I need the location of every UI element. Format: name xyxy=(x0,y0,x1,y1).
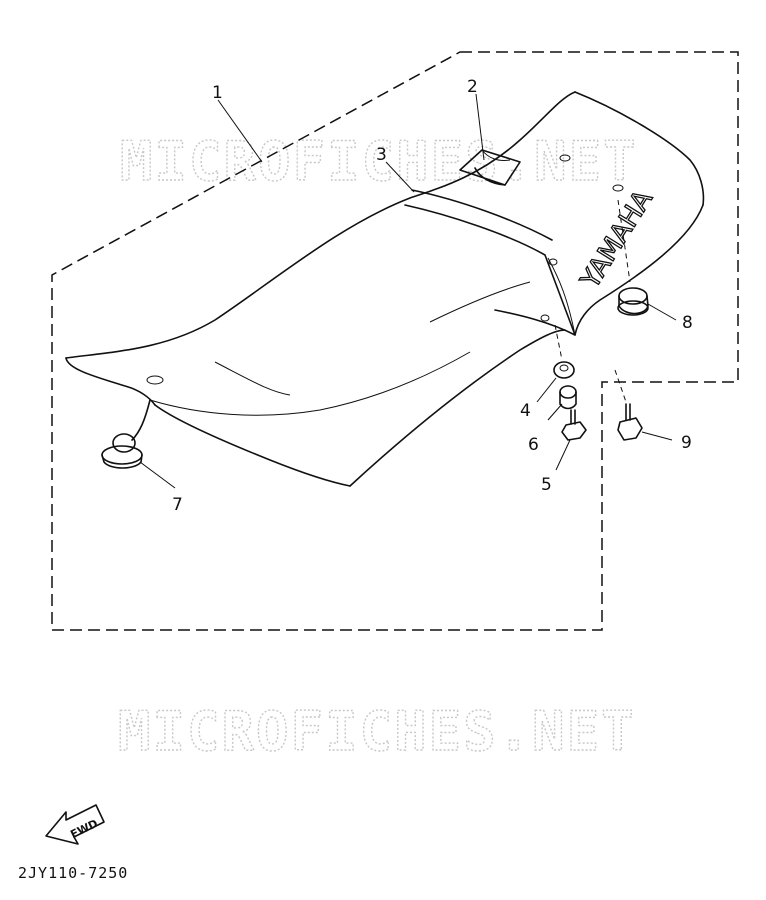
watermark-top: MICROFICHES.NET xyxy=(120,130,638,193)
callout-6[interactable]: 6 xyxy=(528,435,539,455)
callout-8[interactable]: 8 xyxy=(682,313,693,333)
callout-5[interactable]: 5 xyxy=(541,475,552,495)
damper-part-7 xyxy=(101,399,151,469)
damper-part-8 xyxy=(617,287,649,316)
fwd-arrow-icon: FWD xyxy=(45,804,105,845)
callout-1[interactable]: 1 xyxy=(212,83,223,103)
callout-2[interactable]: 2 xyxy=(467,77,478,97)
callout-3[interactable]: 3 xyxy=(376,145,387,165)
seat-brand-text: YAMAHA xyxy=(575,185,659,295)
diagram-code: 2JY110-7250 xyxy=(18,864,128,882)
callout-9[interactable]: 9 xyxy=(681,433,692,453)
collar-part-6 xyxy=(559,385,577,410)
bolt-part-5 xyxy=(561,409,587,441)
bolt-part-9 xyxy=(617,403,643,441)
leader-lines xyxy=(139,93,677,489)
callout-7[interactable]: 7 xyxy=(172,495,183,515)
fwd-label: FWD xyxy=(68,817,100,841)
assembly-outline xyxy=(51,51,739,631)
watermark-bottom: MICROFICHES.NET xyxy=(118,700,636,763)
washer-part-4 xyxy=(553,361,575,379)
callout-4[interactable]: 4 xyxy=(520,401,531,421)
seat xyxy=(65,91,705,487)
